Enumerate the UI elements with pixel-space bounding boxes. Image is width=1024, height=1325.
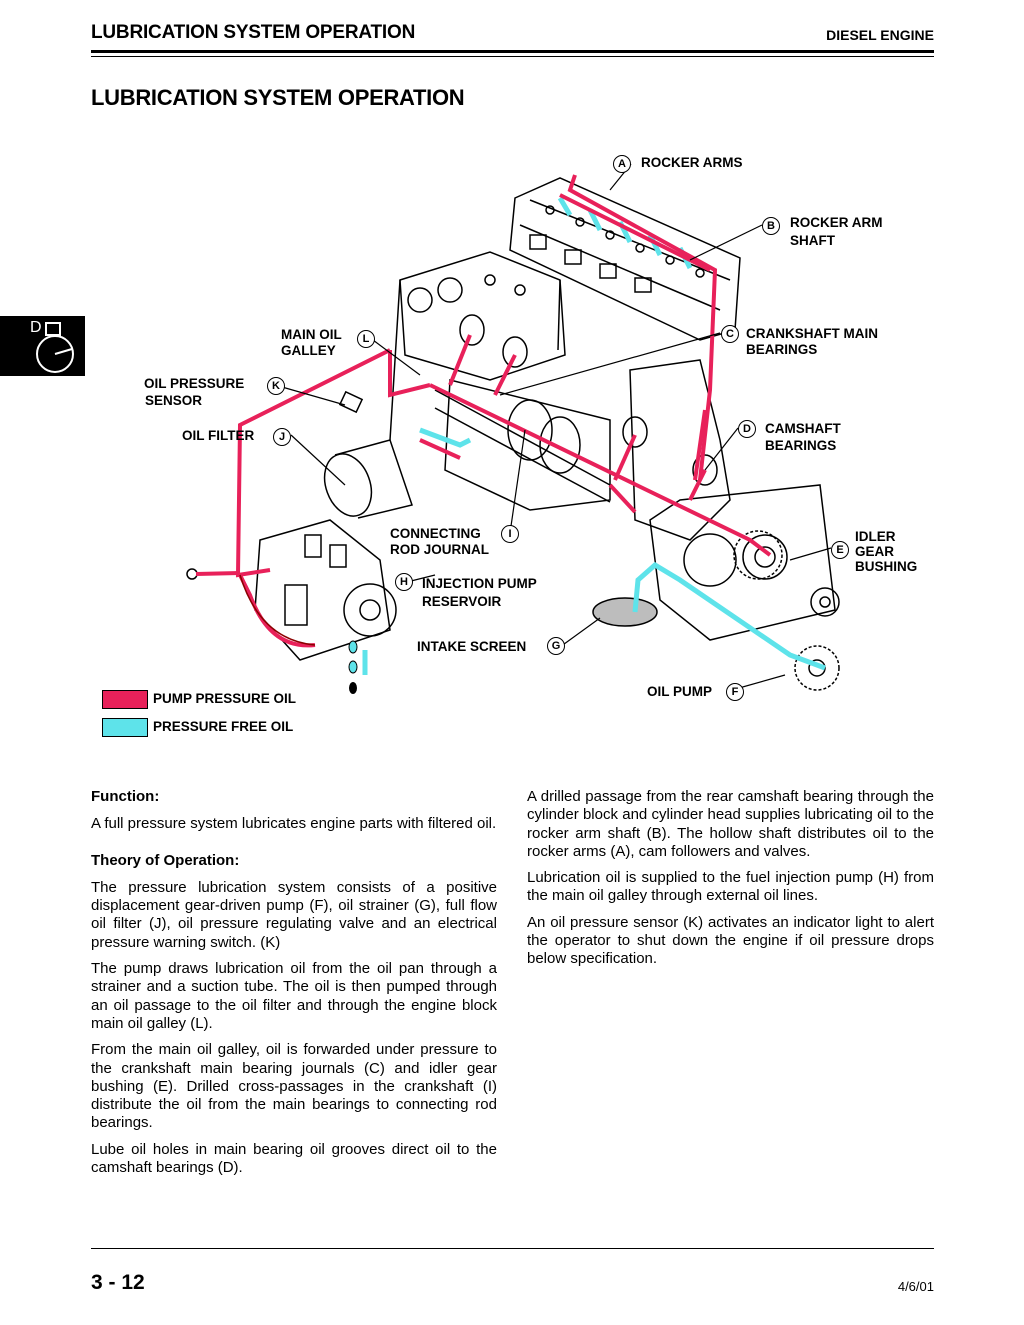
legend-swatch-pressure-free [102,718,148,737]
line-fitting [186,568,198,580]
callout-i-marker: I [501,525,519,543]
crankshaft [434,389,611,503]
callout-c-marker: C [721,325,739,343]
callout-connecting-rod-journal-l1: CONNECTING [390,526,481,541]
pressure-free-oil-lines [362,196,826,675]
callout-injection-pump-reservoir-l1: INJECTION PUMP [422,576,537,591]
front-plate [629,359,836,641]
callout-h-marker: H [395,573,413,591]
engine-section-icon [36,322,74,373]
callout-rocker-arm-shaft-l2: SHAFT [790,233,835,248]
callout-idler-gear-bushing-l1: IDLER [855,529,896,544]
right-paragraph-3: An oil pressure sensor (K) activates an … [527,913,934,968]
callout-camshaft-bearings-l1: CAMSHAFT [765,421,841,436]
callout-intake-screen: INTAKE SCREEN [417,639,527,654]
callout-rocker-arms: ROCKER ARMS [641,155,743,170]
lubrication-diagram: A ROCKER ARMS B ROCKER ARM SHAFT C CRANK… [90,140,950,750]
main-bearings [459,314,718,486]
leader-lines [274,163,832,691]
callout-j-marker: J [273,428,291,446]
theory-heading: Theory of Operation: [91,851,240,869]
right-paragraph-2: Lubrication oil is supplied to the fuel … [527,869,934,905]
page-number: 3 - 12 [91,1271,145,1294]
right-paragraph-1: A drilled passage from the rear camshaft… [527,788,934,860]
theory-paragraph-4: Lube oil holes in main bearing oil groov… [91,1140,497,1177]
theory-paragraph-2: The pump draws lubrication oil from the … [91,960,497,1032]
callout-injection-pump-reservoir-l2: RESERVOIR [422,594,502,609]
callout-g-marker: G [547,637,565,655]
theory-paragraph-1: The pressure lubrication system consists… [91,878,497,951]
gears [733,530,840,691]
callout-camshaft-bearings-l2: BEARINGS [765,438,837,453]
legend-pressure-free-oil: PRESSURE FREE OIL [153,719,294,734]
function-paragraph: A full pressure system lubricates engine… [91,815,497,833]
callout-main-oil-galley-l2: GALLEY [281,343,336,358]
legend-pump-pressure-oil: PUMP PRESSURE OIL [153,691,297,706]
callout-idler-gear-bushing-l3: BUSHING [855,559,918,574]
callout-main-oil-galley-l1: MAIN OIL [281,327,342,342]
callout-oil-pump: OIL PUMP [647,684,713,699]
callout-idler-gear-bushing-l2: GEAR [855,544,895,559]
callout-b-marker: B [762,217,780,235]
callout-d-marker: D [738,420,756,438]
running-header-chapter: DIESEL ENGINE [826,27,934,43]
cylinder-head [509,177,741,341]
running-header-section: LUBRICATION SYSTEM OPERATION [91,22,416,43]
theory-paragraph-3: From the main oil galley, oil is forward… [91,1041,497,1132]
oil-droplets [348,640,358,694]
left-text-column: Function: A full pressure system lubrica… [91,788,497,1185]
function-heading: Function: [91,788,160,805]
engine-illustration [186,163,840,694]
line-to-fitting [195,571,241,576]
callout-k-marker: K [267,377,285,395]
intake-screen-shape [592,597,658,627]
header-rule-thin [91,56,934,57]
callout-rocker-arm-shaft-l1: ROCKER ARM [790,215,883,230]
header-rule-thick [91,50,934,53]
page-title: LUBRICATION SYSTEM OPERATION [91,85,465,110]
injection-pump-shape [254,519,397,661]
callout-oil-filter: OIL FILTER [182,428,255,443]
injection-line-outline [239,574,316,646]
footer-rule [91,1248,934,1249]
pump-pressure-oil-lines [235,174,772,648]
callout-oil-pressure-sensor-l2: SENSOR [145,393,203,408]
callout-crankshaft-main-bearings-l2: BEARINGS [746,342,818,357]
section-tab: D [0,316,85,376]
oil-pressure-sensor-shape [338,390,364,414]
callout-f-marker: F [726,683,744,701]
callout-crankshaft-main-bearings-l1: CRANKSHAFT MAIN [746,326,878,341]
revision-date: 4/6/01 [897,1279,934,1294]
callout-a-marker: A [613,155,631,173]
callout-l-marker: L [357,330,375,348]
callout-connecting-rod-journal-l2: ROD JOURNAL [390,542,490,557]
legend-swatch-pump-pressure [102,690,148,709]
callout-oil-pressure-sensor-l1: OIL PRESSURE [144,376,245,391]
section-tab-letter: D [30,319,42,336]
callout-e-marker: E [831,541,849,559]
right-text-column: A drilled passage from the rear camshaft… [527,788,934,977]
oil-filter-shape [323,439,413,519]
